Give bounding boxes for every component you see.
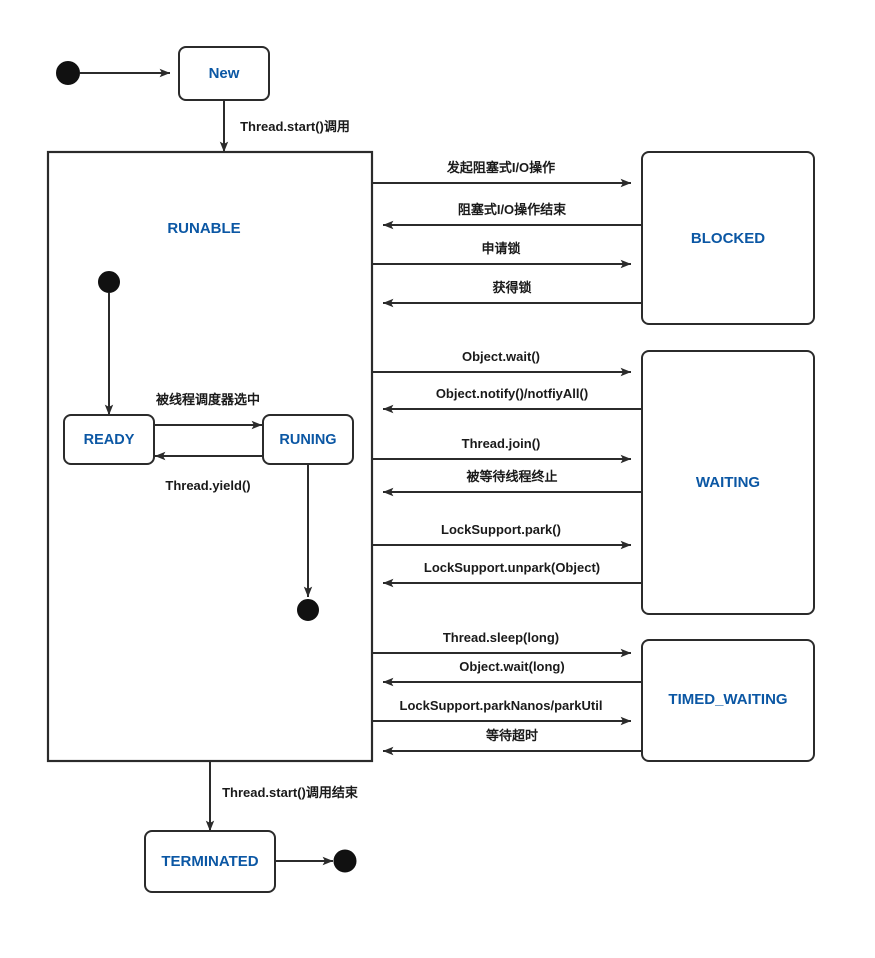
state-ready-box[interactable] (63, 414, 155, 465)
edge-label-waiting-2: Thread.join() (462, 436, 541, 451)
state-runnable-label: RUNABLE (167, 220, 240, 237)
edge-label-timed-3: 等待超时 (485, 728, 538, 743)
edge-label-timed-0: Thread.sleep(long) (443, 630, 559, 645)
edge-label-blocked-3: 获得锁 (492, 280, 531, 295)
edge-label-blocked-0: 发起阻塞式I/O操作 (446, 160, 555, 175)
edge-label-thread-start: Thread.start()调用 (240, 119, 350, 134)
edge-label-waiting-5: LockSupport.unpark(Object) (424, 560, 600, 575)
state-blocked-label: BLOCKED (691, 230, 765, 247)
edge-label-timed-1: Object.wait(long) (459, 659, 564, 674)
edge-label-scheduler-selected: 被线程调度器选中 (155, 392, 260, 407)
runnable-final-dot (297, 599, 319, 621)
state-blocked-box[interactable] (641, 151, 815, 325)
initial-state-dot (56, 61, 80, 85)
edge-label-blocked-2: 申请锁 (481, 241, 520, 256)
edge-label-waiting-4: LockSupport.park() (441, 522, 561, 537)
state-running-label: RUNING (279, 432, 336, 448)
edge-label-waiting-0: Object.wait() (462, 349, 540, 364)
state-ready-label: READY (84, 432, 135, 448)
state-new-label: New (209, 65, 240, 82)
edge-label-blocked-1: 阻塞式I/O操作结束 (458, 202, 567, 217)
edge-label-timed-2: LockSupport.parkNanos/parkUtil (400, 698, 603, 713)
state-waiting-label: WAITING (696, 474, 760, 491)
runnable-initial-dot (98, 271, 120, 293)
edge-label-waiting-3: 被等待线程终止 (465, 469, 557, 484)
edge-label-thread-yield: Thread.yield() (165, 478, 250, 493)
state-terminated-label: TERMINATED (161, 853, 258, 870)
state-waiting-box[interactable] (641, 350, 815, 615)
edge-label-thread-start-end: Thread.start()调用结束 (222, 785, 359, 800)
state-timed-waiting-label: TIMED_WAITING (668, 691, 787, 708)
final-state-dot (333, 849, 357, 873)
edge-label-waiting-1: Object.notify()/notfiyAll() (436, 386, 588, 401)
state-timed-waiting-box[interactable] (641, 639, 815, 762)
